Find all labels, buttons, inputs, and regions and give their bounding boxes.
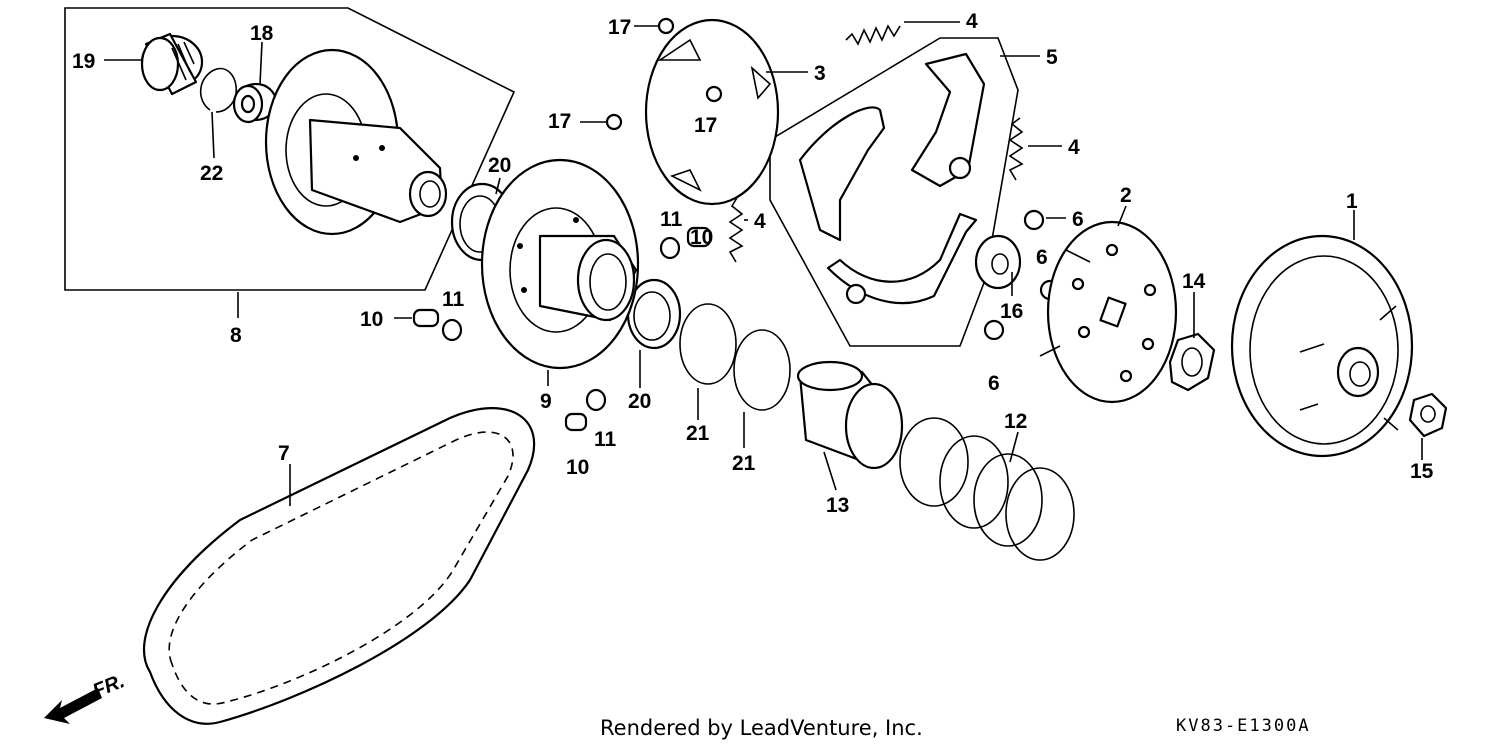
front-marker-label: FR. xyxy=(90,670,128,702)
callout-4-middle: 4 xyxy=(754,210,766,233)
movable-driven-face-part xyxy=(480,158,640,370)
outer-nut-part xyxy=(1408,392,1448,438)
callout-6-middle: 6 xyxy=(1036,246,1048,269)
callout-7: 7 xyxy=(278,442,290,465)
drive-plate-part xyxy=(1039,220,1178,404)
shoe-spring-part-c xyxy=(728,195,744,263)
callout-6-bottom: 6 xyxy=(988,372,1000,395)
guide-pin-part-a xyxy=(412,308,440,328)
callout-4-top: 4 xyxy=(966,10,978,33)
guide-roller-part-a xyxy=(441,318,463,342)
circlip-17-part-b xyxy=(605,113,623,131)
callout-4-right: 4 xyxy=(1068,136,1080,159)
circlip-part xyxy=(199,67,238,113)
drawing-code: KV83-E1300A xyxy=(1176,716,1311,736)
callout-14: 14 xyxy=(1182,270,1206,293)
callout-13: 13 xyxy=(826,494,849,517)
callout-17-center: 17 xyxy=(694,114,717,137)
callout-11-center: 11 xyxy=(660,208,683,231)
callout-20-lower: 20 xyxy=(628,390,651,413)
drive-belt-part xyxy=(142,407,536,725)
callout-22: 22 xyxy=(200,162,223,185)
callout-9: 9 xyxy=(540,390,552,413)
guide-pin-part-c xyxy=(564,412,588,432)
o-ring-part-a xyxy=(679,303,737,385)
guide-roller-part-c xyxy=(585,388,607,412)
shoe-spring-part-a xyxy=(845,24,901,46)
credit-text: Rendered by LeadVenture, Inc. xyxy=(600,716,923,740)
callout-2: 2 xyxy=(1120,184,1132,207)
front-direction-arrow: FR. xyxy=(44,670,128,724)
driven-face-assembly-part xyxy=(264,48,448,236)
callout-11-left: 11 xyxy=(442,288,465,311)
clutch-outer-part xyxy=(1230,234,1414,458)
clutch-nut-part xyxy=(1168,332,1216,392)
damper-part-c xyxy=(983,319,1005,341)
callout-17-left: 17 xyxy=(548,110,571,133)
callout-10-left: 10 xyxy=(360,308,383,331)
callout-16: 16 xyxy=(1000,300,1023,323)
clutch-shoe-part-c xyxy=(826,212,978,305)
callout-6-top: 6 xyxy=(1072,208,1084,231)
callout-18: 18 xyxy=(250,22,274,45)
callout-19: 19 xyxy=(72,50,95,73)
callout-10-bottom: 10 xyxy=(566,456,589,479)
callout-21-left: 21 xyxy=(686,422,710,445)
driven-face-spring-part xyxy=(899,417,1075,561)
seal-collar-part xyxy=(796,360,904,470)
shoe-spring-part-b xyxy=(1008,117,1024,181)
guide-roller-part-b xyxy=(659,236,681,260)
callout-17-top: 17 xyxy=(608,16,631,39)
callout-3: 3 xyxy=(814,62,826,85)
callout-12: 12 xyxy=(1004,410,1027,433)
callout-5: 5 xyxy=(1046,46,1058,69)
callout-10-center: 10 xyxy=(690,226,713,249)
damper-part-a xyxy=(1023,209,1045,231)
washer-part xyxy=(974,234,1022,290)
o-ring-part-b xyxy=(733,329,791,411)
leader-lines xyxy=(104,21,1423,506)
callout-21-right: 21 xyxy=(732,452,756,475)
needle-bearing-part xyxy=(140,32,204,96)
callout-15: 15 xyxy=(1410,460,1434,483)
circlip-17-part-a xyxy=(657,17,675,35)
guide-pin-part-b xyxy=(686,226,712,248)
clutch-shoe-part-a xyxy=(798,106,886,242)
callout-11-bottom: 11 xyxy=(594,428,617,451)
callout-20-upper: 20 xyxy=(488,154,511,177)
clutch-shoe-part-b xyxy=(910,52,986,188)
bearing-part xyxy=(232,82,278,124)
callout-8: 8 xyxy=(230,324,242,347)
clutch-plate-part xyxy=(644,18,780,206)
callout-1: 1 xyxy=(1346,190,1358,213)
